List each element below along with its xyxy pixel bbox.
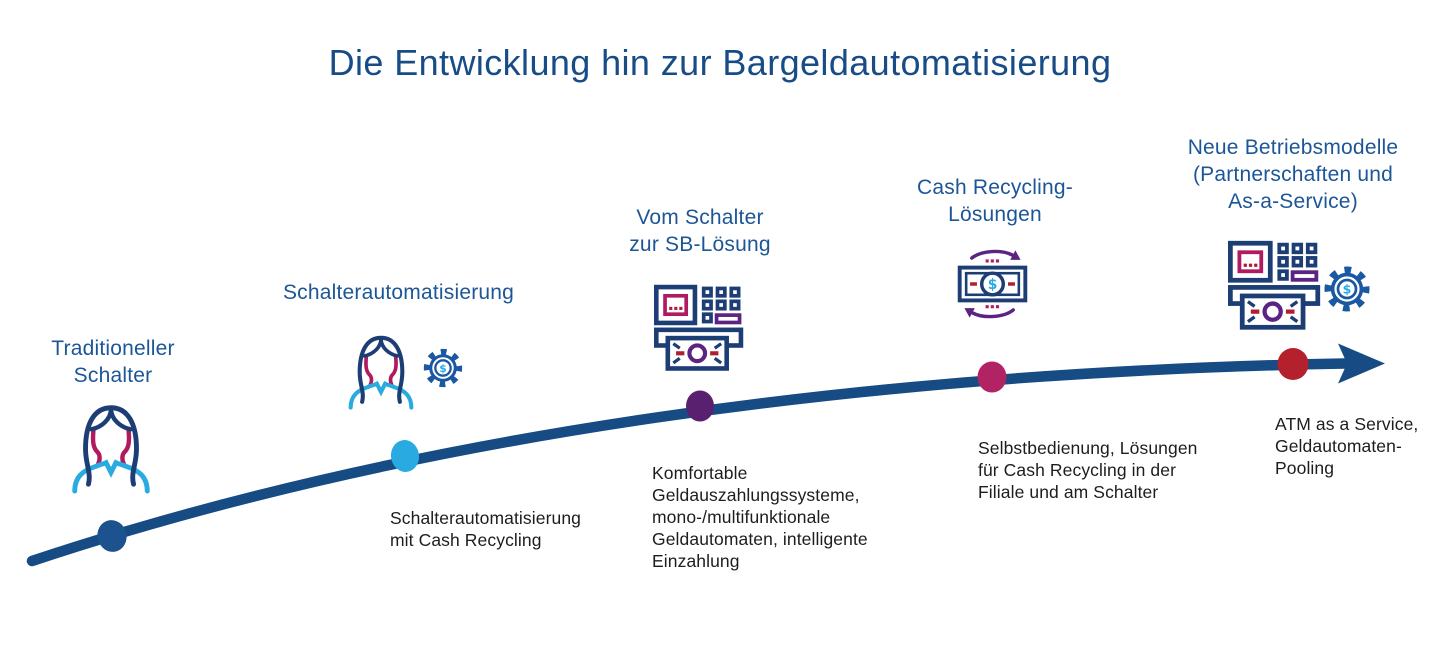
banknote-circle [1262,301,1283,322]
receipt-slot [1290,270,1319,282]
face-outline-right [120,429,132,466]
gear-hub [1336,278,1358,300]
screen-dots [1243,263,1258,267]
recycle-arrowhead-top [1010,250,1021,260]
milestone-1-icon [62,393,160,497]
atm-icon [654,284,744,371]
milestone-dot-4 [977,361,1007,393]
atm-screen-display [663,293,689,317]
milestone-dot-2 [390,440,420,472]
atm-keypad [701,286,741,324]
face-outline-right [388,355,398,387]
milestone-4-title: Cash Recycling- Lösungen [917,176,1073,226]
fringe [89,406,133,432]
atm-screen [654,284,698,326]
banknote-recycle-icon: $ [957,249,1028,319]
receipt-slot [714,313,742,325]
atm-icon [1228,240,1321,330]
milestone-dot-5 [1277,348,1309,380]
milestone-2-title: Schalterautomatisierung [282,281,515,304]
banknote-corners [672,342,723,365]
atm-screen [1228,240,1273,283]
recycle-dots-bottom [985,305,1000,309]
milestone-1-title: Traditioneller Schalter [51,337,175,387]
recycle-dots-top [985,259,1000,263]
milestone-2-description: Schalterautomatisierung mit Cash Recycli… [390,508,582,550]
timeline-arrowhead [1338,343,1385,384]
gear-teeth [1324,266,1370,312]
recycle-arrowhead-bottom [964,308,975,318]
atm-screen-display [1237,250,1264,274]
fringe [362,336,400,358]
milestone-dot-3 [686,390,714,422]
teller-woman-icon [72,405,150,494]
teller-woman-icon [348,335,414,410]
timeline-arrow-line [26,358,1351,567]
dollar-glyph: $ [439,362,446,375]
milestone-5-title: Neue Betriebsmodelle (Partnerschaften un… [1187,136,1399,213]
screen-dots [669,306,683,310]
recycle-arrow-top [970,249,1015,260]
banknote-corners [1246,300,1299,323]
gear-hub [434,359,452,377]
gear-dollar-icon: $ [1324,266,1370,312]
gear-teeth [423,348,463,388]
milestone-5-icon: $ [1228,240,1374,332]
milestone-2-icon: $ [340,320,470,420]
milestone-3-title: Vom Schalter zur SB-Lösung [629,206,771,256]
dollar-glyph: $ [1343,282,1352,297]
recycle-arrow-bottom [970,308,1015,319]
banknote-circle [687,343,708,364]
dollar-glyph: $ [988,277,998,293]
milestone-4-icon: $ [945,242,1040,326]
atm-keypad [1277,242,1318,281]
page-title: Die Entwicklung hin zur Bargeldautomatis… [328,42,1112,83]
milestone-dot-1 [97,520,127,552]
gear-dollar-icon: $ [423,348,463,388]
milestone-4-description: Selbstbedienung, Lösungen für Cash Recyc… [978,438,1198,502]
milestone-5-description: ATM as a Service, Geldautomaten- Pooling [1275,414,1419,478]
banknote-circle [979,271,1006,297]
milestone-3-description: Komfortable Geldauszahlungssysteme, mono… [652,463,868,571]
face-outline-left [90,429,102,466]
milestone-3-icon [654,284,746,372]
face-outline-left [364,355,374,387]
